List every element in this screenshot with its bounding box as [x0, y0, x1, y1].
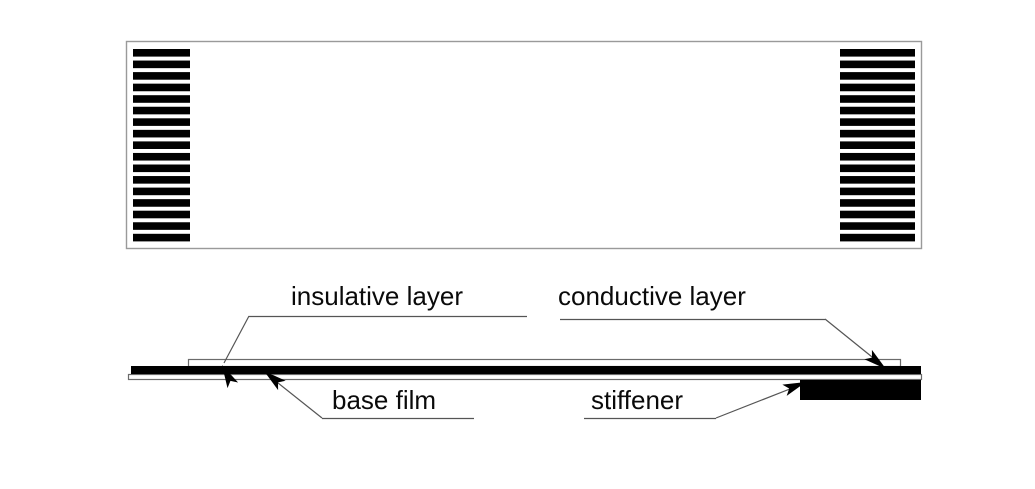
label-text-conductive-layer: conductive layer — [558, 281, 746, 311]
contact-pad — [840, 152, 915, 161]
leader-line-insulative-layer — [223, 315, 250, 364]
plan-outline — [125, 40, 923, 250]
contact-pad — [840, 129, 915, 138]
cross-section-view — [127, 358, 923, 400]
base-film-layer — [127, 373, 923, 381]
contact-pad — [133, 210, 190, 219]
left-contact-pad-group — [133, 49, 190, 242]
insulative-layer — [187, 358, 902, 368]
contact-pad — [840, 210, 915, 219]
arrowhead-base-film — [264, 371, 286, 391]
leader-line-stiffener — [715, 384, 801, 419]
contact-pad — [133, 199, 190, 207]
contact-pad — [133, 233, 190, 242]
label-group-conductive-layer: conductive layer — [558, 281, 886, 369]
arrowhead-stiffener — [782, 382, 806, 396]
label-group-stiffener: stiffener — [584, 382, 806, 420]
contact-pad — [840, 72, 915, 80]
label-text-stiffener: stiffener — [591, 385, 683, 415]
contact-pad — [840, 118, 915, 126]
contact-pad — [840, 233, 915, 242]
contact-pad — [133, 106, 190, 115]
contact-pad — [840, 222, 915, 230]
conductive-layer — [131, 366, 921, 374]
contact-pad — [133, 164, 190, 173]
contact-pad — [133, 176, 190, 184]
stiffener-block — [800, 380, 921, 400]
contact-pad — [133, 141, 190, 149]
arrowhead-conductive-layer — [864, 349, 886, 369]
contact-pad — [840, 164, 915, 173]
contact-pad — [840, 83, 915, 92]
label-group-insulative-layer: insulative layer — [222, 281, 527, 389]
top-plan-view — [125, 40, 923, 250]
contact-pad — [133, 95, 190, 103]
contact-pad — [840, 141, 915, 149]
label-text-insulative-layer: insulative layer — [291, 281, 463, 311]
contact-pad — [133, 129, 190, 138]
contact-pad — [133, 60, 190, 69]
contact-pad — [840, 60, 915, 69]
contact-pad — [133, 222, 190, 230]
contact-pad — [840, 176, 915, 184]
label-group-base-film: base film — [264, 371, 474, 420]
contact-pad — [133, 72, 190, 80]
contact-pad — [840, 49, 915, 57]
contact-pad — [133, 49, 190, 57]
contact-pad — [133, 83, 190, 92]
right-contact-pad-group — [840, 49, 915, 242]
contact-pad — [133, 152, 190, 161]
arrowhead-insulative-layer — [222, 365, 239, 389]
contact-pad — [840, 95, 915, 103]
contact-pad — [840, 187, 915, 196]
contact-pad — [133, 118, 190, 126]
contact-pad — [133, 187, 190, 196]
contact-pad — [840, 106, 915, 115]
label-text-base-film: base film — [332, 385, 436, 415]
contact-pad — [840, 199, 915, 207]
